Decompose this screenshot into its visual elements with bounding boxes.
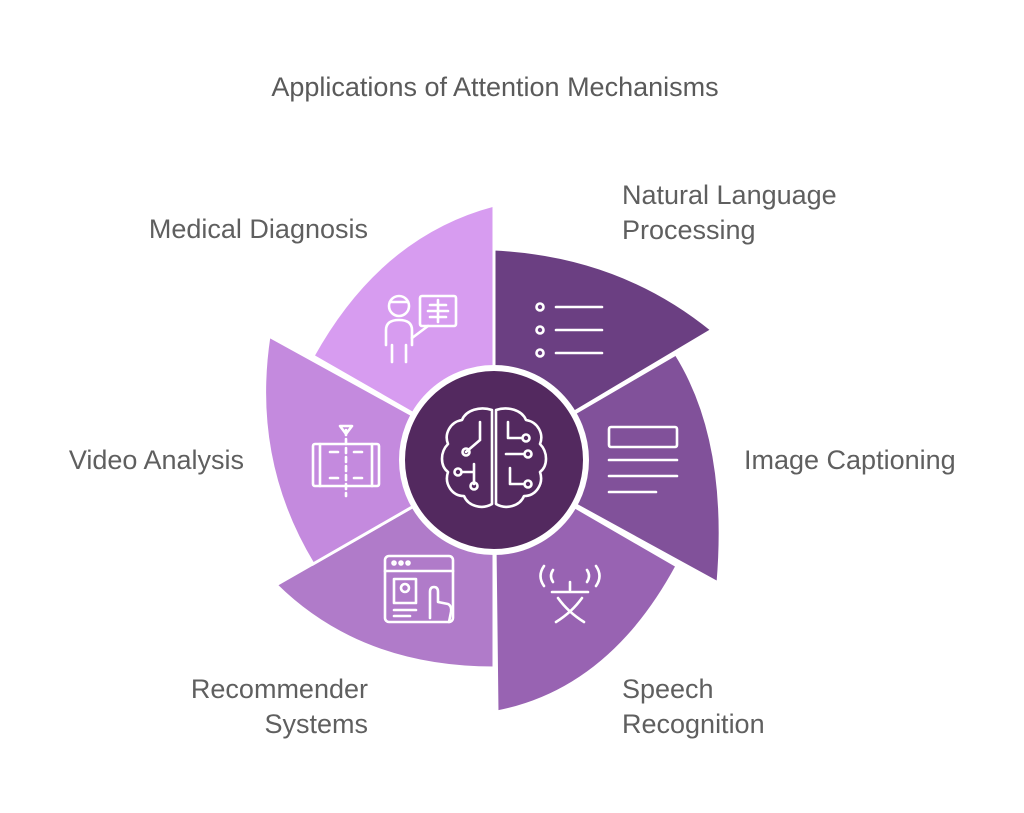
- label-speech: Speech Recognition: [622, 672, 765, 742]
- label-recommender-line1: Recommender: [190, 674, 368, 704]
- profile-click-icon: [383, 554, 455, 624]
- center-hub: [399, 365, 589, 555]
- label-speech-line1: Speech: [622, 674, 714, 704]
- label-captioning: Image Captioning: [744, 443, 956, 478]
- label-nlp-line1: Natural Language: [622, 180, 837, 210]
- label-video-line1: Video Analysis: [68, 445, 244, 475]
- label-recommender: Recommender Systems: [191, 672, 368, 742]
- label-medical-line1: Medical Diagnosis: [148, 214, 368, 244]
- label-speech-line2: Recognition: [622, 709, 765, 739]
- label-nlp-line2: Processing: [622, 215, 756, 245]
- segment-captioning[interactable]: [490, 351, 722, 586]
- list-icon: [535, 302, 604, 358]
- doctor-xray-icon: [384, 294, 458, 364]
- film-strip-icon: [311, 424, 381, 498]
- diagram-title: Applications of Attention Mechanisms: [271, 72, 719, 102]
- label-video: Video Analysis: [69, 443, 244, 478]
- text-lines-icon: [607, 425, 679, 494]
- label-captioning-line1: Image Captioning: [744, 445, 956, 475]
- label-medical: Medical Diagnosis: [149, 212, 368, 247]
- brain-circuit-icon: [440, 407, 548, 509]
- label-recommender-line2: Systems: [264, 709, 368, 739]
- label-nlp: Natural Language Processing: [622, 178, 837, 248]
- voice-translate-icon: [539, 564, 601, 624]
